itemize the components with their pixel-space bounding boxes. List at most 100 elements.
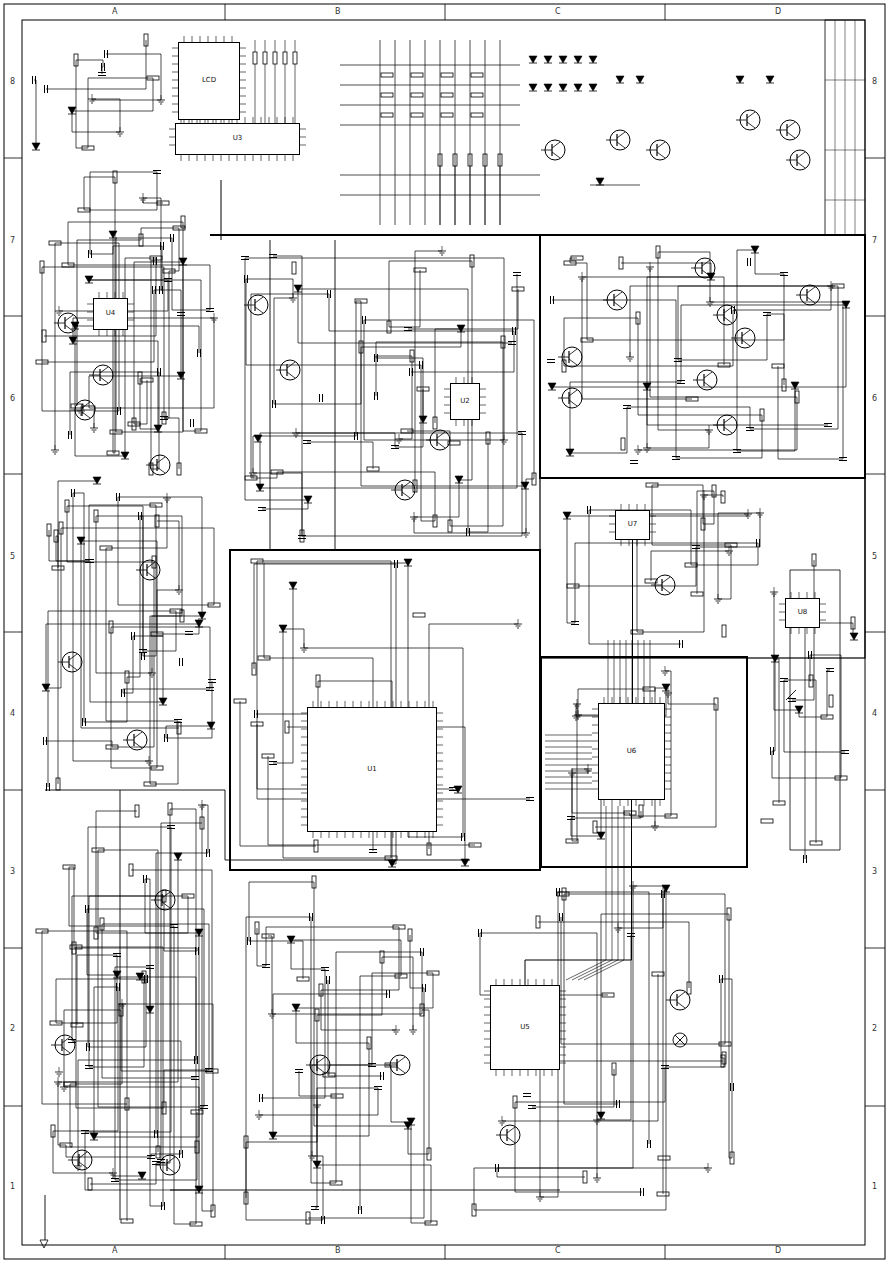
- wire: [245, 258, 504, 440]
- capacitor-symbol: [254, 710, 255, 718]
- bus-line: [221, 180, 222, 240]
- diode-symbol: [138, 1172, 146, 1179]
- ground-symbol: [525, 537, 527, 538]
- capacitor-symbol: [85, 905, 86, 913]
- transistor-lead: [693, 380, 704, 381]
- grid-reference: 6: [872, 395, 877, 403]
- grid-reference: B: [335, 8, 341, 16]
- ground-symbol: [143, 193, 144, 198]
- diode-bar: [574, 91, 582, 92]
- chip-pin: [652, 800, 653, 806]
- wire: [56, 536, 89, 561]
- chip-pin: [437, 785, 443, 786]
- diode-bar: [454, 793, 462, 794]
- resistor-symbol: [253, 52, 257, 64]
- chip-pin: [560, 1047, 566, 1048]
- wire: [64, 1010, 121, 1087]
- wire: [76, 947, 163, 1206]
- ground-symbol: [576, 717, 581, 718]
- diode-symbol: [529, 56, 537, 63]
- chip-pin: [300, 137, 306, 138]
- wire: [450, 342, 503, 526]
- wire: [85, 827, 171, 1132]
- capacitor-symbol: [329, 976, 330, 984]
- ground-symbol: [178, 594, 180, 595]
- wire: [53, 987, 118, 1131]
- wire: [750, 286, 838, 429]
- wire: [718, 513, 760, 599]
- chip-pin: [107, 330, 108, 336]
- wire: [58, 1082, 66, 1145]
- capacitor-symbol: [208, 679, 216, 680]
- chip-pin: [345, 832, 346, 838]
- wire: [298, 289, 468, 532]
- wire: [810, 655, 841, 778]
- capacitor-symbol: [409, 368, 410, 376]
- chip-pin: [820, 604, 826, 605]
- capacitor-symbol: [562, 913, 563, 921]
- diode-symbol: [85, 276, 93, 283]
- ground-symbol: [149, 756, 150, 761]
- matrix-line: [500, 40, 501, 225]
- chip-pin: [337, 832, 338, 838]
- ground-symbol: [638, 445, 639, 450]
- wire: [67, 506, 143, 656]
- chip-pin: [799, 628, 800, 634]
- diode-symbol: [616, 76, 624, 83]
- grid-reference: C: [555, 1247, 561, 1255]
- wire: [251, 294, 329, 478]
- wire: [75, 326, 199, 353]
- wire: [72, 111, 120, 132]
- antenna-symbol: [40, 1240, 48, 1248]
- wire: [570, 258, 577, 263]
- capacitor-symbol: [330, 290, 331, 298]
- diode-bar: [736, 83, 744, 84]
- chip-pin: [99, 330, 100, 336]
- wire: [415, 251, 442, 486]
- ground-symbol: [397, 441, 402, 442]
- diode-symbol: [766, 76, 774, 83]
- ground-symbol: [252, 477, 254, 478]
- wire: [737, 250, 755, 451]
- wire: [304, 648, 463, 837]
- lamp-symbol: [675, 1035, 685, 1045]
- wire: [134, 380, 147, 424]
- grid-reference: D: [775, 8, 781, 16]
- capacitor-symbol: [311, 1206, 319, 1207]
- capacitor-symbol: [523, 1093, 531, 1094]
- diode-bar: [254, 442, 262, 443]
- wire: [805, 623, 853, 859]
- wire: [275, 40, 276, 52]
- wire: [681, 305, 846, 382]
- transistor-lead: [402, 482, 410, 488]
- bus-connector: [632, 540, 633, 703]
- diode-symbol: [596, 178, 604, 185]
- bus-wire: [545, 777, 592, 778]
- transistor-lead: [162, 902, 170, 908]
- wire: [637, 514, 748, 632]
- capacitor-symbol: [85, 1068, 93, 1069]
- wire: [277, 472, 435, 521]
- chip-pin: [437, 825, 443, 826]
- ground-symbol: [747, 518, 749, 519]
- wire: [676, 415, 762, 458]
- capacitor-symbol: [374, 392, 375, 400]
- diode-symbol: [636, 76, 644, 83]
- wire: [356, 301, 361, 436]
- capacitor-symbol: [173, 234, 174, 242]
- capacitor-symbol: [826, 668, 834, 669]
- chip-pin: [528, 1070, 529, 1076]
- wire: [34, 80, 36, 147]
- wire: [161, 823, 202, 1161]
- capacitor-symbol: [515, 327, 516, 335]
- ground-symbol: [58, 1076, 60, 1077]
- diode-symbol: [574, 84, 582, 91]
- wire: [564, 894, 725, 1044]
- wire: [558, 892, 649, 1144]
- wire: [589, 510, 681, 644]
- chip-pin: [313, 832, 314, 838]
- ground-symbol: [539, 1201, 541, 1202]
- diode-symbol: [207, 722, 215, 729]
- capacitor-symbol: [269, 764, 277, 765]
- wire: [597, 935, 631, 1120]
